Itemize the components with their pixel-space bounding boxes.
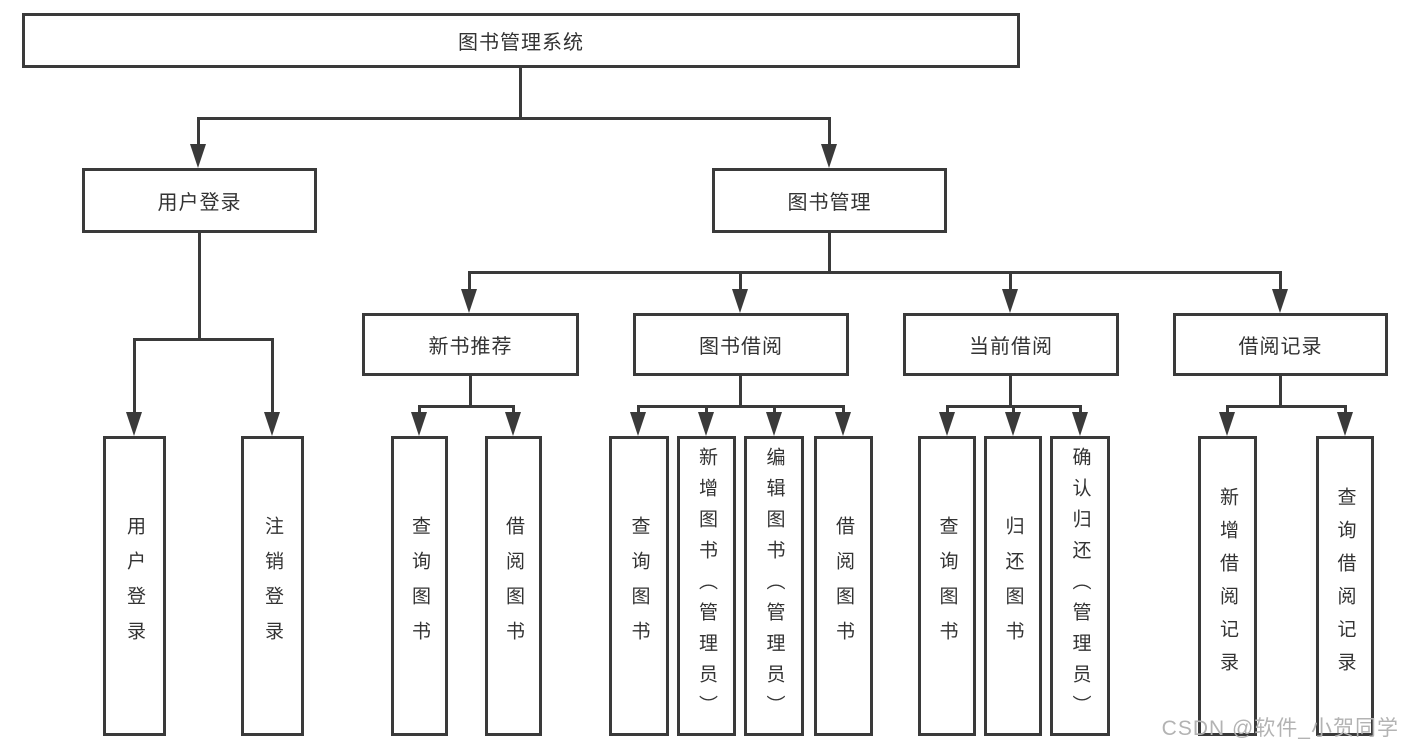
connector-newbook-leaf2-drop <box>512 405 515 415</box>
arrowhead-login-leaf1-icon <box>126 412 142 436</box>
node-root-library-system: 图书管理系统 <box>22 13 1020 68</box>
leaf-add-books-admin: 新增图书（管理员） <box>677 436 736 736</box>
leaf-bookborrow-borrow-books: 借阅图书 <box>814 436 873 736</box>
connector-borrowrecords-stem <box>1279 376 1282 407</box>
node-new-book-recommend: 新书推荐 <box>362 313 579 376</box>
leaf-user-login: 用户登录 <box>103 436 166 736</box>
node-borrow-records-label: 借阅记录 <box>1238 336 1323 358</box>
connector-currentborrow-leaf2-drop <box>1012 405 1015 415</box>
connector-root-stem <box>519 68 522 117</box>
leaf-user-login-label: 用户登录 <box>124 516 145 656</box>
connector-borrowrecords-leaf1-drop <box>1226 405 1229 415</box>
connector-bookborrow-stem <box>739 376 742 407</box>
arrowhead-borrowrecords-icon <box>1272 289 1288 313</box>
node-current-borrow: 当前借阅 <box>903 313 1119 376</box>
connector-borrowrecords-leaf2-drop <box>1344 405 1347 415</box>
arrowhead-bookborrow-icon <box>732 289 748 313</box>
arrowhead-bookborrow-leaf3-icon <box>766 412 782 436</box>
leaf-add-borrow-record-label: 新增借阅记录 <box>1217 487 1238 685</box>
arrowhead-currentborrow-icon <box>1002 289 1018 313</box>
leaf-add-borrow-record: 新增借阅记录 <box>1198 436 1257 736</box>
connector-newbook-horizontal <box>418 405 515 408</box>
arrowhead-borrowrecords-leaf1-icon <box>1219 412 1235 436</box>
leaf-bookborrow-query-books: 查询图书 <box>609 436 669 736</box>
leaf-query-borrow-record-label: 查询借阅记录 <box>1334 487 1356 685</box>
arrowhead-book-mgmt-icon <box>821 144 837 168</box>
node-user-login-label: 用户登录 <box>157 192 242 214</box>
arrowhead-newbook-leaf2-icon <box>505 412 521 436</box>
node-book-management-label: 图书管理 <box>787 192 872 214</box>
node-book-borrow: 图书借阅 <box>633 313 849 376</box>
node-new-book-recommend-label: 新书推荐 <box>428 336 513 358</box>
leaf-currentborrow-query-books: 查询图书 <box>918 436 976 736</box>
arrowhead-login-leaf2-icon <box>264 412 280 436</box>
connector-book-mgmt-drop <box>828 117 831 145</box>
connector-currentborrow-drop <box>1009 271 1012 291</box>
leaf-return-books: 归还图书 <box>984 436 1042 736</box>
connector-bookborrow-leaf3-drop <box>773 405 776 415</box>
connector-bookborrow-leaf2-drop <box>705 405 708 415</box>
connector-bookborrow-drop <box>739 271 742 291</box>
leaf-newbook-borrow-books-label: 借阅图书 <box>503 516 524 656</box>
connector-currentborrow-leaf3-drop <box>1079 405 1082 415</box>
connector-borrowrecords-horizontal <box>1226 405 1346 408</box>
connector-bookborrow-horizontal <box>637 405 844 408</box>
leaf-return-books-label: 归还图书 <box>1002 516 1024 656</box>
arrowhead-currentborrow-leaf2-icon <box>1005 412 1021 436</box>
arrowhead-bookborrow-leaf1-icon <box>630 412 646 436</box>
arrowhead-newbook-leaf1-icon <box>411 412 427 436</box>
leaf-edit-books-admin-label: 编辑图书（管理员） <box>763 446 785 726</box>
arrowhead-newbook-icon <box>461 289 477 313</box>
arrowhead-bookborrow-leaf2-icon <box>698 412 714 436</box>
connector-level1-horizontal <box>197 117 831 120</box>
csdn-watermark: CSDN @软件_小贺同学 <box>1161 717 1399 740</box>
connector-currentborrow-leaf1-drop <box>946 405 949 415</box>
connector-login-leaf1-drop <box>133 338 136 414</box>
node-book-borrow-label: 图书借阅 <box>699 336 783 358</box>
leaf-newbook-borrow-books: 借阅图书 <box>485 436 542 736</box>
connector-bookborrow-leaf4-drop <box>842 405 845 415</box>
node-borrow-records: 借阅记录 <box>1173 313 1388 376</box>
leaf-edit-books-admin: 编辑图书（管理员） <box>744 436 804 736</box>
leaf-confirm-return-admin: 确认归还（管理员） <box>1050 436 1110 736</box>
connector-login-leaf2-drop <box>271 338 274 414</box>
connector-user-login-stem <box>198 233 201 338</box>
node-current-borrow-label: 当前借阅 <box>969 336 1053 358</box>
leaf-newbook-query-books: 查询图书 <box>391 436 448 736</box>
connector-newbook-stem <box>469 376 472 407</box>
leaf-newbook-query-books-label: 查询图书 <box>409 516 430 656</box>
arrowhead-borrowrecords-leaf2-icon <box>1337 412 1353 436</box>
arrowhead-currentborrow-leaf1-icon <box>939 412 955 436</box>
leaf-bookborrow-borrow-books-label: 借阅图书 <box>833 516 854 656</box>
arrowhead-currentborrow-leaf3-icon <box>1072 412 1088 436</box>
connector-currentborrow-stem <box>1009 376 1012 407</box>
connector-bookborrow-leaf1-drop <box>637 405 640 415</box>
leaf-add-books-admin-label: 新增图书（管理员） <box>696 446 717 726</box>
connector-borrowrecords-drop <box>1279 271 1282 291</box>
connector-newbook-drop <box>468 271 471 291</box>
connector-newbook-leaf1-drop <box>418 405 421 415</box>
connector-user-login-horizontal <box>133 338 274 341</box>
leaf-logout-label: 注销登录 <box>262 516 283 656</box>
node-root-label: 图书管理系统 <box>458 32 584 54</box>
leaf-bookborrow-query-books-label: 查询图书 <box>628 516 650 656</box>
connector-user-login-drop <box>197 117 200 145</box>
leaf-query-borrow-record: 查询借阅记录 <box>1316 436 1374 736</box>
leaf-logout: 注销登录 <box>241 436 304 736</box>
arrowhead-user-login-icon <box>190 144 206 168</box>
leaf-confirm-return-admin-label: 确认归还（管理员） <box>1069 446 1091 726</box>
node-book-management: 图书管理 <box>712 168 947 233</box>
arrowhead-bookborrow-leaf4-icon <box>835 412 851 436</box>
connector-book-mgmt-stem <box>828 233 831 273</box>
connector-level3-horizontal <box>468 271 1282 274</box>
node-user-login: 用户登录 <box>82 168 317 233</box>
leaf-currentborrow-query-books-label: 查询图书 <box>936 516 958 656</box>
